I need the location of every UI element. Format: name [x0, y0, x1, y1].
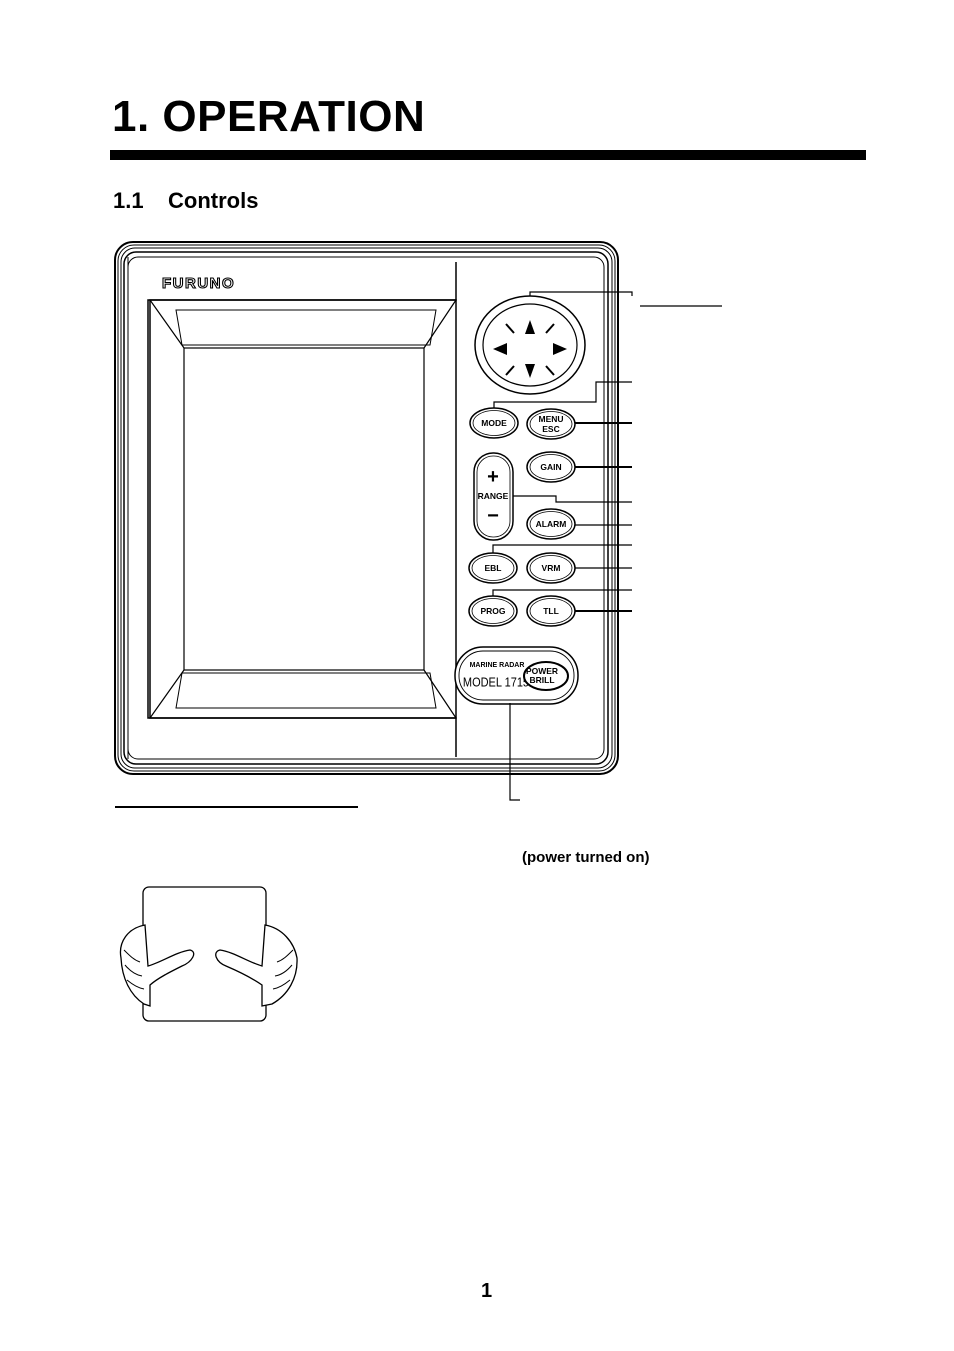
arrow-right-icon[interactable]	[553, 343, 567, 355]
arrow-up-icon[interactable]	[525, 320, 535, 334]
brand-logo-text: FURUNO	[162, 275, 235, 292]
menu-button-label: MENU	[538, 414, 563, 424]
ebl-button-label: EBL	[485, 563, 502, 573]
range-button-label: RANGE	[478, 491, 509, 501]
furuno-logo: FURUNO	[161, 274, 235, 292]
range-plus-icon: +	[487, 466, 499, 488]
prog-button-label: PROG	[480, 606, 505, 616]
callout-leader-lines	[492, 291, 722, 801]
mode-button-label: MODE	[481, 418, 507, 428]
section-title-text: Controls	[168, 188, 259, 213]
vrm-button-label: VRM	[542, 563, 561, 573]
ebl-button[interactable]: EBL	[468, 552, 518, 584]
section-title: 1.1 Controls	[113, 188, 258, 214]
power-button-label: POWER	[526, 666, 558, 676]
gain-button-label: GAIN	[540, 462, 561, 472]
brill-button-label: BRILL	[529, 675, 554, 685]
esc-button-label: ESC	[542, 424, 559, 434]
model-plate-line2: MODEL 1715	[463, 674, 529, 689]
radar-panel-illustration: FURUNO MODE MENU ESC GAIN + RA	[114, 241, 722, 801]
chapter-title: 1. OPERATION	[112, 92, 426, 141]
model-plate-line1: MARINE RADAR	[470, 662, 525, 669]
hands-holding-unit-illustration	[119, 886, 298, 1022]
figure-caption-rule	[115, 806, 358, 808]
section-number: 1.1	[113, 188, 144, 213]
tll-button-label: TLL	[543, 606, 559, 616]
power-on-note: (power turned on)	[522, 849, 650, 866]
cursor-pad[interactable]	[474, 295, 586, 395]
arrow-down-icon[interactable]	[525, 364, 535, 378]
mode-button[interactable]: MODE	[469, 407, 519, 439]
arrow-left-icon[interactable]	[493, 343, 507, 355]
alarm-button[interactable]: ALARM	[526, 508, 576, 540]
alarm-button-label: ALARM	[536, 519, 567, 529]
diagonal-arrow-icons[interactable]	[505, 323, 555, 376]
title-rule	[110, 150, 866, 160]
page-number: 1	[481, 1280, 493, 1302]
range-minus-icon: −	[487, 505, 499, 527]
display-screen	[127, 257, 457, 759]
power-brill-button[interactable]: POWER BRILL	[523, 661, 569, 691]
